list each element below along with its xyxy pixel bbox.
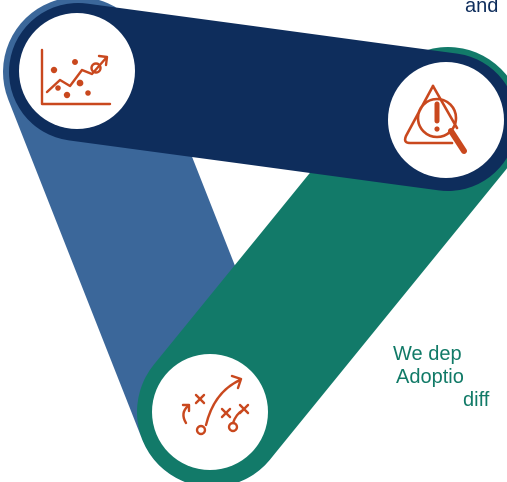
strategy-play-icon <box>181 374 250 436</box>
caption-right-line-3: diff <box>463 389 490 411</box>
caption-right-line-2: Adoptio <box>396 366 464 388</box>
node-trend-circle <box>19 13 135 129</box>
trend-chart-icon <box>40 48 112 106</box>
caption-top-fragment: and <box>465 0 499 17</box>
alert-magnifier-icon <box>403 84 467 154</box>
node-trend <box>19 13 135 129</box>
node-strategy <box>152 354 268 470</box>
band-navy <box>9 3 507 191</box>
node-alert-circle <box>388 62 504 178</box>
caption-right-line-1: We dep <box>393 343 462 365</box>
node-alert <box>388 62 504 178</box>
caption-right-fragment: We dep Adoptio diff <box>393 343 507 412</box>
